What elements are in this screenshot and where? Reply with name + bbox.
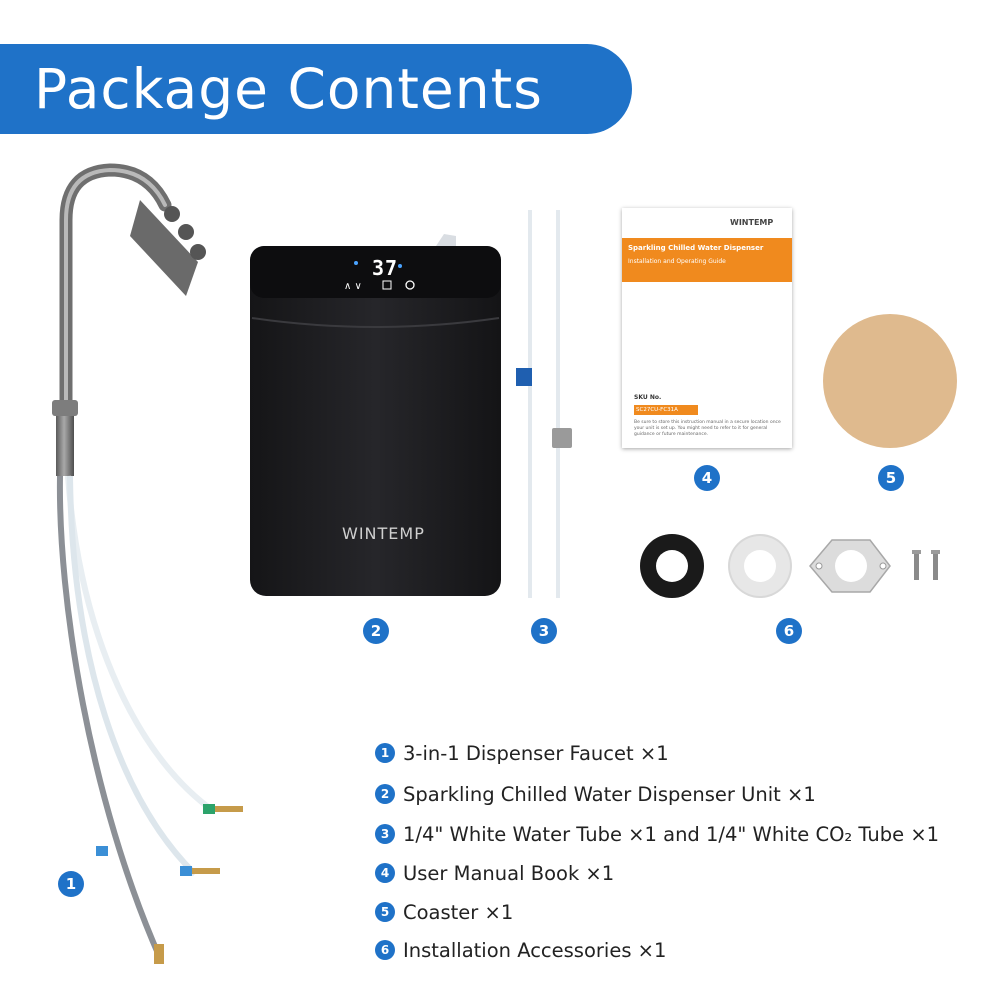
list-item-text: User Manual Book ×1 — [403, 861, 615, 885]
manual-sku-label: SKU No. — [634, 394, 662, 401]
list-item: 4 User Manual Book ×1 — [375, 858, 614, 888]
dispenser-unit: ∧ ∨ — [250, 234, 501, 596]
user-manual-book: WINTEMP Sparkling Chilled Water Dispense… — [622, 208, 792, 448]
installation-accessories — [640, 534, 940, 598]
badge-manual: 4 — [694, 465, 720, 491]
badge-unit: 2 — [363, 618, 389, 644]
list-item-number: 2 — [375, 784, 395, 804]
badge-tubes: 3 — [531, 618, 557, 644]
list-item-number: 1 — [375, 743, 395, 763]
list-item-text: 1/4" White Water Tube ×1 and 1/4" White … — [403, 822, 940, 846]
list-item-text: Installation Accessories ×1 — [403, 938, 667, 962]
manual-subtitle: Installation and Operating Guide — [628, 258, 726, 265]
unit-brand-logo: WINTEMP — [342, 524, 425, 543]
list-item-number: 6 — [375, 940, 395, 960]
manual-sku-value: SC27CU-FC31A — [634, 405, 698, 415]
list-item-text: 3-in-1 Dispenser Faucet ×1 — [403, 741, 669, 765]
badge-coaster: 5 — [878, 465, 904, 491]
list-item-text: Sparkling Chilled Water Dispenser Unit ×… — [403, 782, 816, 806]
manual-note: Be sure to store this instruction manual… — [634, 420, 781, 437]
badge-faucet: 1 — [58, 871, 84, 897]
svg-text:∧ ∨: ∧ ∨ — [344, 281, 362, 292]
list-item-text: Coaster ×1 — [403, 900, 514, 924]
list-item: 1 3-in-1 Dispenser Faucet ×1 — [375, 738, 669, 768]
manual-brand-logo: WINTEMP — [730, 218, 774, 227]
badge-accessories: 6 — [776, 618, 802, 644]
list-item: 2 Sparkling Chilled Water Dispenser Unit… — [375, 779, 816, 809]
list-item: 6 Installation Accessories ×1 — [375, 935, 666, 965]
list-item-number: 4 — [375, 863, 395, 883]
manual-title: Sparkling Chilled Water Dispenser — [628, 244, 764, 252]
tubes — [516, 210, 572, 598]
list-item: 3 1/4" White Water Tube ×1 and 1/4" Whit… — [375, 819, 939, 849]
faucet — [52, 163, 243, 964]
list-item: 5 Coaster ×1 — [375, 897, 513, 927]
unit-temperature-display: 37 — [372, 256, 399, 280]
title-banner: Package Contents — [0, 44, 632, 134]
page-title: Package Contents — [34, 57, 543, 121]
list-item-number: 5 — [375, 902, 395, 922]
list-item-number: 3 — [375, 824, 395, 844]
coaster — [823, 314, 957, 448]
manual-title-band: Sparkling Chilled Water Dispenser Instal… — [622, 238, 792, 282]
